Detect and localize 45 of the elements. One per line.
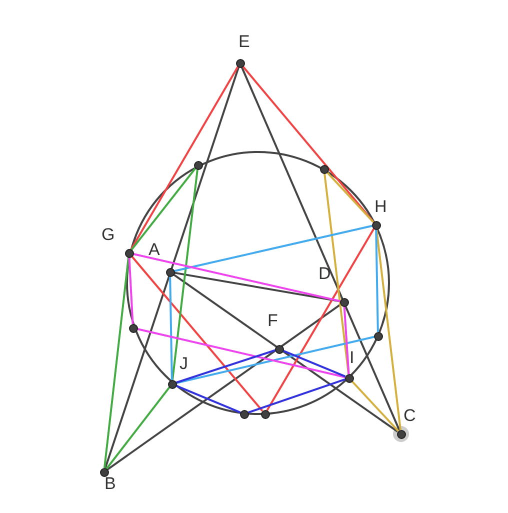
point-label: F bbox=[268, 312, 278, 328]
line-segment bbox=[175, 384, 241, 414]
line-segment bbox=[132, 252, 340, 302]
line-segment bbox=[175, 349, 276, 384]
line-segment bbox=[104, 66, 240, 469]
line-segment bbox=[266, 228, 375, 412]
point-label: D bbox=[318, 264, 331, 282]
line-segment bbox=[375, 228, 402, 430]
point bbox=[260, 410, 270, 418]
line-segment bbox=[128, 256, 134, 324]
line-segment bbox=[174, 224, 372, 272]
point-label: G bbox=[102, 226, 115, 242]
point-label: H bbox=[374, 198, 387, 214]
line-segment bbox=[343, 306, 350, 374]
point-label: J bbox=[180, 354, 188, 372]
line-segment bbox=[169, 276, 173, 380]
line-segment bbox=[176, 336, 374, 384]
line-segment bbox=[106, 386, 170, 470]
point-label: I bbox=[350, 348, 354, 366]
line-segment bbox=[130, 255, 264, 412]
line-segment bbox=[130, 168, 196, 250]
point-label: B bbox=[104, 474, 116, 492]
line-segment bbox=[174, 272, 340, 302]
line-segment bbox=[326, 171, 374, 223]
line-segment bbox=[350, 380, 400, 432]
point bbox=[194, 160, 202, 170]
line-segment bbox=[375, 228, 379, 332]
point bbox=[374, 332, 382, 340]
line-segment bbox=[171, 168, 199, 380]
point bbox=[128, 324, 138, 332]
point bbox=[240, 410, 248, 418]
line-segment bbox=[240, 66, 400, 431]
line-segment bbox=[323, 172, 350, 374]
point bbox=[320, 164, 328, 174]
line-segment bbox=[106, 304, 342, 470]
line-segment bbox=[242, 65, 374, 223]
line-segment bbox=[103, 256, 130, 468]
point-label: C bbox=[404, 406, 416, 424]
line-segment bbox=[282, 350, 346, 378]
line-segment bbox=[136, 328, 346, 378]
line-segment bbox=[130, 66, 239, 250]
line-segment bbox=[247, 378, 346, 414]
point-label: A bbox=[148, 240, 160, 258]
line-segment bbox=[172, 273, 398, 433]
point-label: E bbox=[238, 32, 250, 50]
